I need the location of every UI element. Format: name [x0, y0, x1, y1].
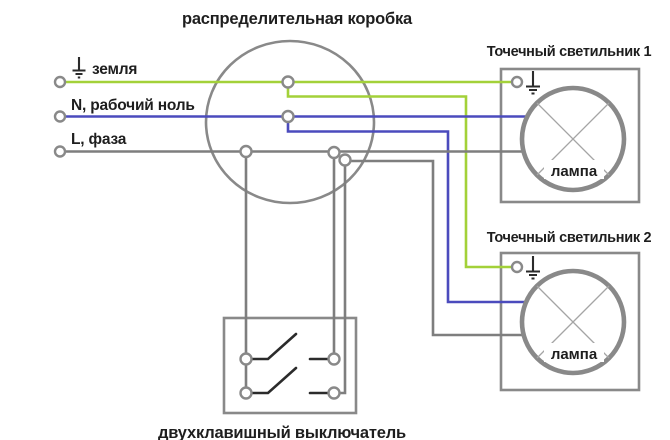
switch-box — [222, 316, 358, 415]
phase-label: L, фаза — [71, 131, 127, 148]
switch-blade-top — [250, 332, 298, 361]
ground-label: земля — [92, 61, 137, 78]
earth-icon — [526, 256, 540, 280]
phase-wire-return2-from-switch — [339, 161, 347, 395]
lamp1-label-bg — [544, 160, 604, 179]
switch-terminal-bottom-right — [327, 386, 341, 400]
distribution-box-circle — [204, 39, 376, 205]
lamp1-label: лампа — [551, 163, 598, 180]
supply-terminal-neutral — [53, 110, 67, 123]
switch-terminal-bottom-left — [239, 386, 253, 400]
junction-ground — [281, 75, 295, 89]
junction-return1 — [327, 145, 341, 160]
spotlight1-box — [499, 67, 641, 204]
spotlight2-ground-terminal — [510, 260, 524, 274]
spotlight2-title: Точечный светильник 2 — [487, 230, 652, 246]
lamp2-label-bg — [544, 343, 604, 362]
junction-phase-feed — [239, 144, 253, 159]
spotlight1-ground-terminal — [510, 75, 524, 89]
phase-wire-return2-to-lamp — [345, 159, 529, 337]
spotlight1-title: Точечный светильник 1 — [487, 44, 652, 60]
distribution-box-title: распределительная коробка — [182, 10, 413, 28]
earth-icon — [526, 71, 540, 95]
neutral-wire-branch — [286, 118, 531, 304]
switch-label: двухклавишный выключатель — [158, 424, 406, 440]
switch-terminal-top-right — [327, 352, 341, 366]
switch-terminal-top-left — [239, 352, 253, 366]
supply-terminal-ground — [53, 75, 67, 89]
junction-return2 — [338, 153, 352, 167]
neutral-label: N, рабочий ноль — [71, 97, 195, 114]
supply-terminal-phase — [53, 145, 67, 158]
spotlight2-box — [499, 251, 641, 392]
earth-icon — [72, 57, 86, 79]
junction-neutral — [281, 109, 295, 124]
switch-blade-bottom — [250, 366, 298, 395]
lamp2-label: лампа — [551, 346, 598, 363]
ground-wire-branch — [286, 83, 514, 269]
